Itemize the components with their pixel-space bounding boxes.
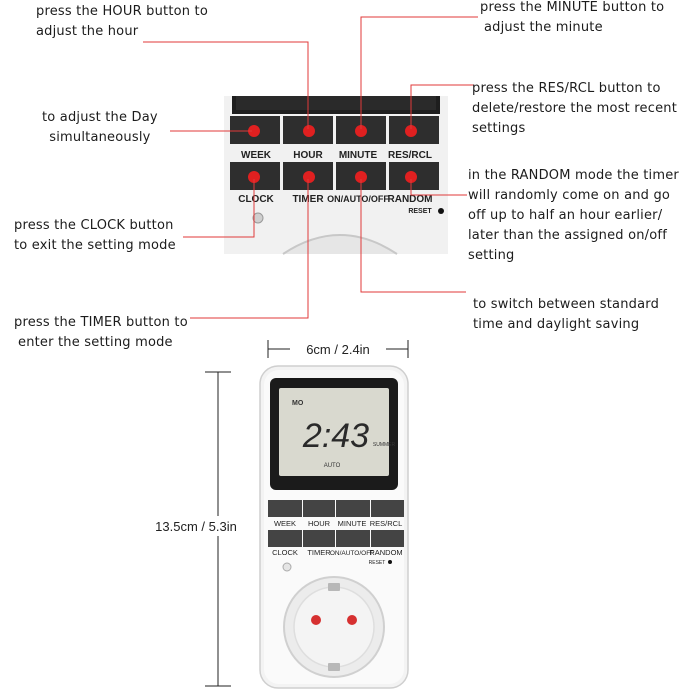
- device-label-clock: CLOCK: [272, 548, 298, 557]
- pointer-lines: [143, 16, 478, 319]
- lcd-day: MO: [292, 400, 304, 407]
- lcd-time: 2:43: [302, 417, 369, 455]
- device-label-minute: MINUTE: [338, 519, 367, 528]
- closeup-red-dot-week: [248, 125, 260, 137]
- device-button-timer[interactable]: [303, 530, 335, 547]
- device-button-on-auto-off[interactable]: [336, 530, 370, 547]
- device-indicator-led: [282, 562, 292, 572]
- width-dimension-label: 6cm / 2.4in: [306, 342, 370, 357]
- closeup-label-hour: HOUR: [293, 150, 323, 161]
- pointer-line-timer: [190, 179, 309, 319]
- closeup-label-minute: MINUTE: [339, 150, 378, 161]
- pointer-line-clock: [183, 179, 255, 238]
- closeup-button-week[interactable]: [230, 116, 280, 144]
- closeup-red-dot-clock: [248, 171, 260, 183]
- closeup-red-dot-res-rcl: [405, 125, 417, 137]
- closeup-button-random[interactable]: [389, 162, 439, 190]
- closeup-red-dot-minute: [355, 125, 367, 137]
- closeup-red-dot-timer: [303, 171, 315, 183]
- device-button-res-rcl[interactable]: [371, 500, 404, 517]
- socket-inner: [293, 586, 375, 668]
- closeup-label-clock: CLOCK: [238, 194, 274, 205]
- device-label-hour: HOUR: [308, 519, 331, 528]
- closeup-socket-edge: [282, 234, 398, 255]
- lcd-mode: AUTO: [324, 463, 341, 469]
- closeup-label-on-auto-off: ON/AUTO/OFF: [327, 194, 389, 204]
- socket-ground-clip-bottom: [328, 663, 340, 671]
- pointer-line-res-rcl: [410, 84, 474, 129]
- closeup-label-reset: RESET: [408, 208, 432, 215]
- lcd-summer: SUMMER: [373, 442, 396, 448]
- device-button-clock[interactable]: [268, 530, 302, 547]
- pointer-line-minute: [360, 16, 478, 129]
- socket-pin-hole-left: [311, 615, 321, 625]
- device-button-hour[interactable]: [303, 500, 335, 517]
- socket-ground-clip-top: [328, 583, 340, 591]
- device-reset-pinhole[interactable]: [388, 560, 392, 564]
- device-label-reset: RESET: [369, 560, 386, 566]
- lcd-screen: [279, 388, 389, 476]
- pointer-line-on-auto-off: [360, 179, 466, 293]
- closeup-label-week: WEEK: [241, 150, 272, 161]
- closeup-button-res-rcl[interactable]: [389, 116, 439, 144]
- device-label-timer: TIMER: [307, 548, 331, 557]
- closeup-red-dot-random: [405, 171, 417, 183]
- device-label-week: WEEK: [274, 519, 296, 528]
- closeup-red-dot-hour: [303, 125, 315, 137]
- device-label-random: RANDOM: [369, 548, 402, 557]
- pointer-line-random: [410, 179, 467, 196]
- device-label-res-rcl: RES/RCL: [370, 519, 403, 528]
- closeup-red-dot-on-auto-off: [355, 171, 367, 183]
- device-label-on-auto-off: ON/AUTO/OFF: [330, 550, 374, 557]
- closeup-button-clock[interactable]: [230, 162, 280, 190]
- pointer-line-hour: [143, 41, 309, 129]
- closeup-indicator-led: [252, 212, 264, 224]
- device-button-minute[interactable]: [336, 500, 370, 517]
- closeup-reset-pinhole[interactable]: [438, 208, 444, 214]
- closeup-label-random: RANDOM: [388, 194, 433, 205]
- device-button-week[interactable]: [268, 500, 302, 517]
- height-dimension-label: 13.5cm / 5.3in: [155, 519, 237, 534]
- device-button-random[interactable]: [371, 530, 404, 547]
- closeup-label-res-rcl: RES/RCL: [388, 150, 432, 161]
- socket-pin-hole-right: [347, 615, 357, 625]
